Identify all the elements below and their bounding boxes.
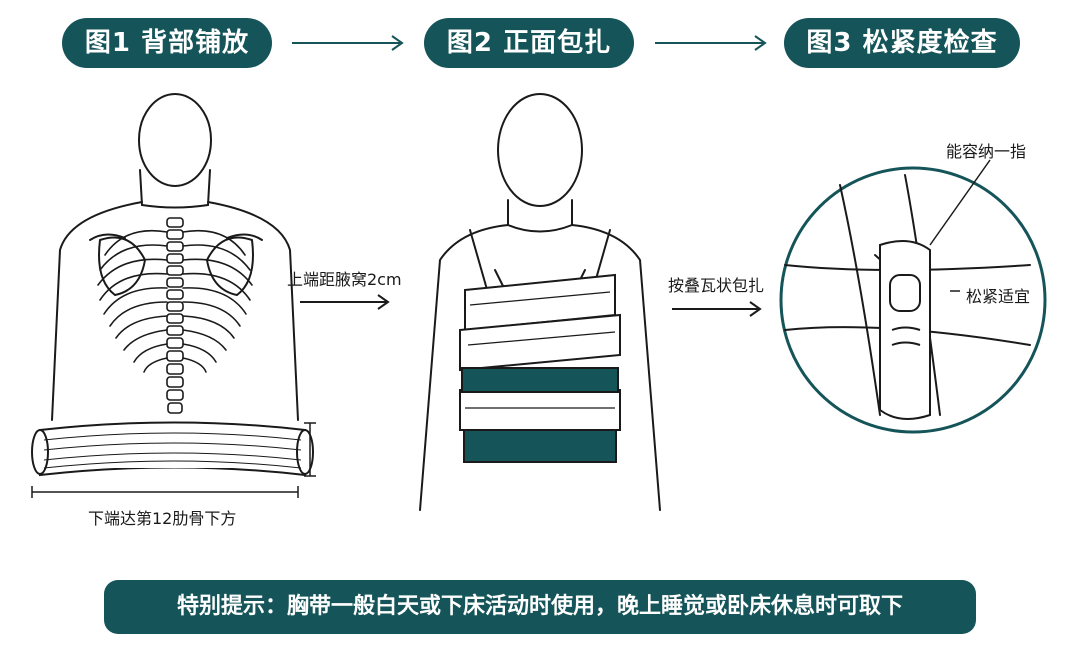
arrow-right-icon: [655, 35, 767, 51]
tip-banner: 特别提示：胸带一般白天或下床活动时使用，晚上睡觉或卧床休息时可取下: [104, 580, 976, 634]
spine-icon: [166, 217, 184, 414]
step1-title: 图1 背部铺放: [62, 18, 272, 68]
finger-icon: [879, 240, 931, 420]
back-view-figure: [31, 93, 316, 498]
lower-edge-label: 下端达第12肋骨下方: [88, 509, 237, 528]
step2-title: 图2 正面包扎: [424, 18, 634, 68]
wrap-method-label: 按叠瓦状包扎: [668, 276, 765, 295]
one-finger-label: 能容纳一指: [946, 142, 1027, 161]
upper-edge-label: 上端距腋窝2cm: [287, 270, 402, 289]
front-view-figure: [419, 93, 661, 511]
binder-strap: [31, 421, 314, 477]
step3-title: 图3 松紧度检查: [784, 18, 1020, 68]
arrow-right-icon: [300, 294, 390, 310]
arrow-right-icon: [292, 35, 404, 51]
fit-label: 松紧适宜: [966, 287, 1031, 306]
arrow-right-icon: [672, 301, 762, 317]
tightness-detail: [779, 159, 1047, 434]
